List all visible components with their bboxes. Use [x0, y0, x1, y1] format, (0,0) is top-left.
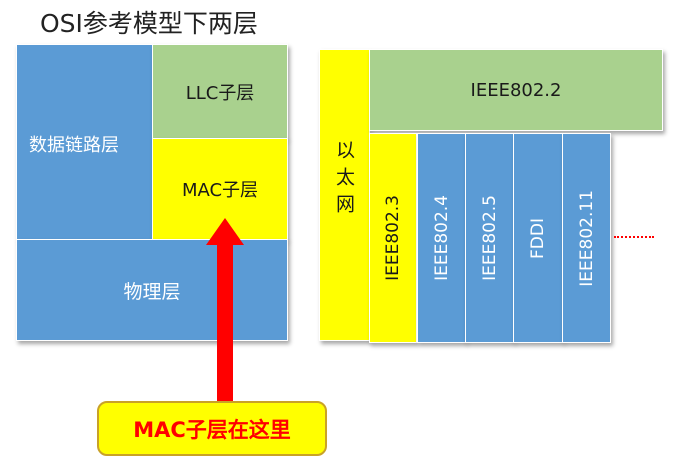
llc-sublayer-box: LLC子层 — [152, 44, 288, 139]
std-fddi-label: FDDI — [528, 217, 548, 259]
datalink-layer-label: 数据链路层 — [29, 135, 119, 156]
red-up-arrow — [206, 218, 244, 410]
mac-sublayer-box: MAC子层 — [152, 138, 288, 240]
ieee8022-box: IEEE802.2 — [369, 49, 663, 131]
std-ieee80211-label: IEEE802.11 — [576, 189, 597, 287]
std-fddi-box: FDDI — [513, 133, 563, 343]
llc-sublayer-label: LLC子层 — [185, 82, 255, 104]
std-ieee8023-label: IEEE802.3 — [383, 195, 403, 281]
continuation-dotted-line — [614, 236, 654, 238]
physical-layer-label: 物理层 — [123, 280, 181, 303]
std-ieee8024-label: IEEE802.4 — [431, 195, 452, 281]
physical-layer-box: 物理层 — [16, 239, 288, 341]
std-ieee8024-box: IEEE802.4 — [417, 133, 466, 343]
callout-label: MAC子层在这里 — [133, 417, 291, 442]
ieee8022-label: IEEE802.2 — [470, 79, 562, 101]
std-ieee8025-box: IEEE802.5 — [465, 133, 514, 343]
ethernet-label: 以太网 — [333, 139, 355, 221]
callout-box: MAC子层在这里 — [97, 401, 327, 456]
datalink-layer-box: 数据链路层 — [16, 44, 153, 240]
mac-sublayer-label: MAC子层 — [181, 180, 259, 201]
ethernet-box: 以太网 — [319, 49, 370, 341]
page-title: OSI参考模型下两层 — [40, 9, 258, 38]
std-ieee8023-box: IEEE802.3 — [369, 133, 417, 343]
std-ieee80211-box: IEEE802.11 — [562, 133, 611, 343]
std-ieee8025-label: IEEE802.5 — [479, 195, 500, 281]
